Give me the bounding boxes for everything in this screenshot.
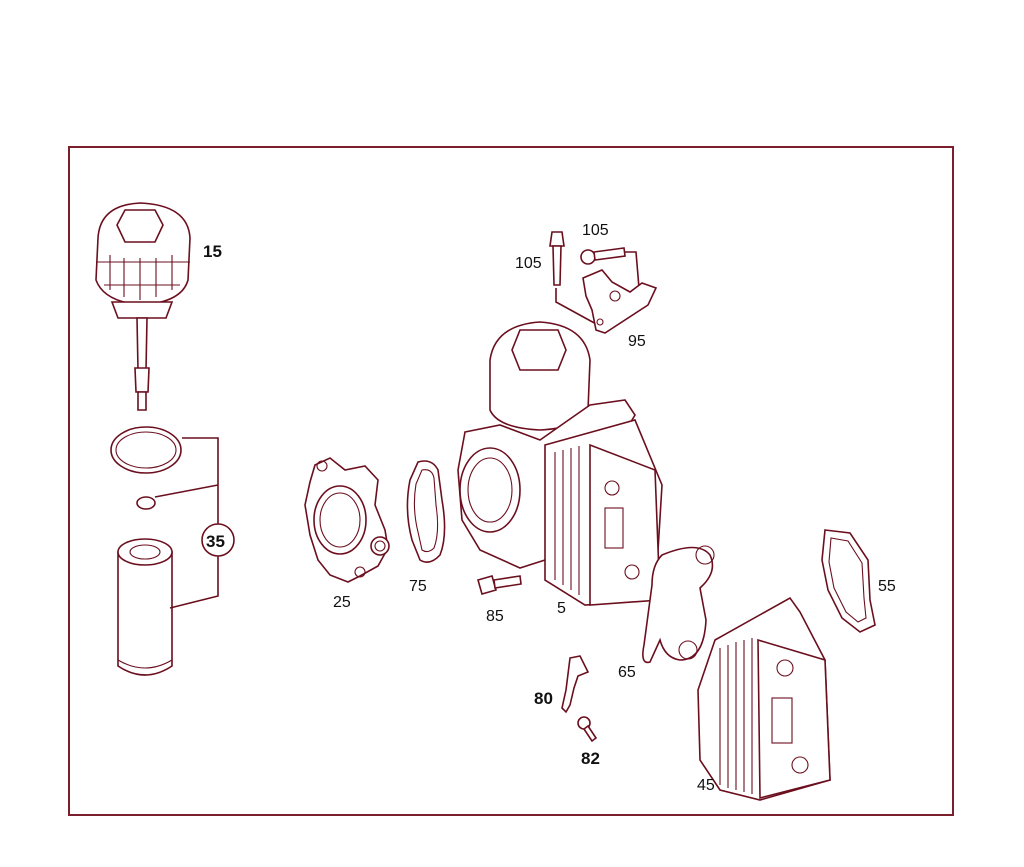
part-75-gasket[interactable] (406, 460, 446, 563)
callout-5: 5 (557, 600, 566, 617)
callout-35: 35 (206, 532, 225, 551)
callout-75: 75 (409, 578, 427, 595)
part-35-filter-kit[interactable] (110, 426, 182, 676)
callout-85: 85 (486, 608, 504, 625)
part-80-clip[interactable] (561, 655, 590, 714)
part-85-bolt[interactable] (477, 575, 522, 595)
callout-105-left: 105 (515, 255, 542, 272)
callout-80: 80 (534, 689, 553, 708)
callout-45: 45 (697, 777, 715, 794)
part-65-gasket[interactable] (642, 545, 715, 664)
callout-25: 25 (333, 594, 351, 611)
callout-105-top: 105 (582, 222, 609, 239)
callout-55: 55 (878, 578, 896, 595)
callout-82: 82 (581, 749, 600, 768)
part-55-gasket[interactable] (821, 529, 876, 633)
callout-35-circle (201, 523, 235, 557)
callout-65: 65 (618, 664, 636, 681)
part-82-screw[interactable] (577, 716, 598, 743)
part-105-bolts[interactable] (549, 231, 626, 286)
part-15-filter-cap[interactable] (95, 202, 191, 411)
diagram-frame (68, 146, 954, 816)
callout-15: 15 (203, 242, 222, 261)
callout-95: 95 (628, 333, 646, 350)
part-25-flange[interactable] (304, 457, 390, 583)
part-45-oil-cooler[interactable] (697, 596, 831, 801)
part-95-bracket[interactable] (582, 269, 658, 334)
part-5-filter-housing[interactable] (457, 321, 663, 606)
